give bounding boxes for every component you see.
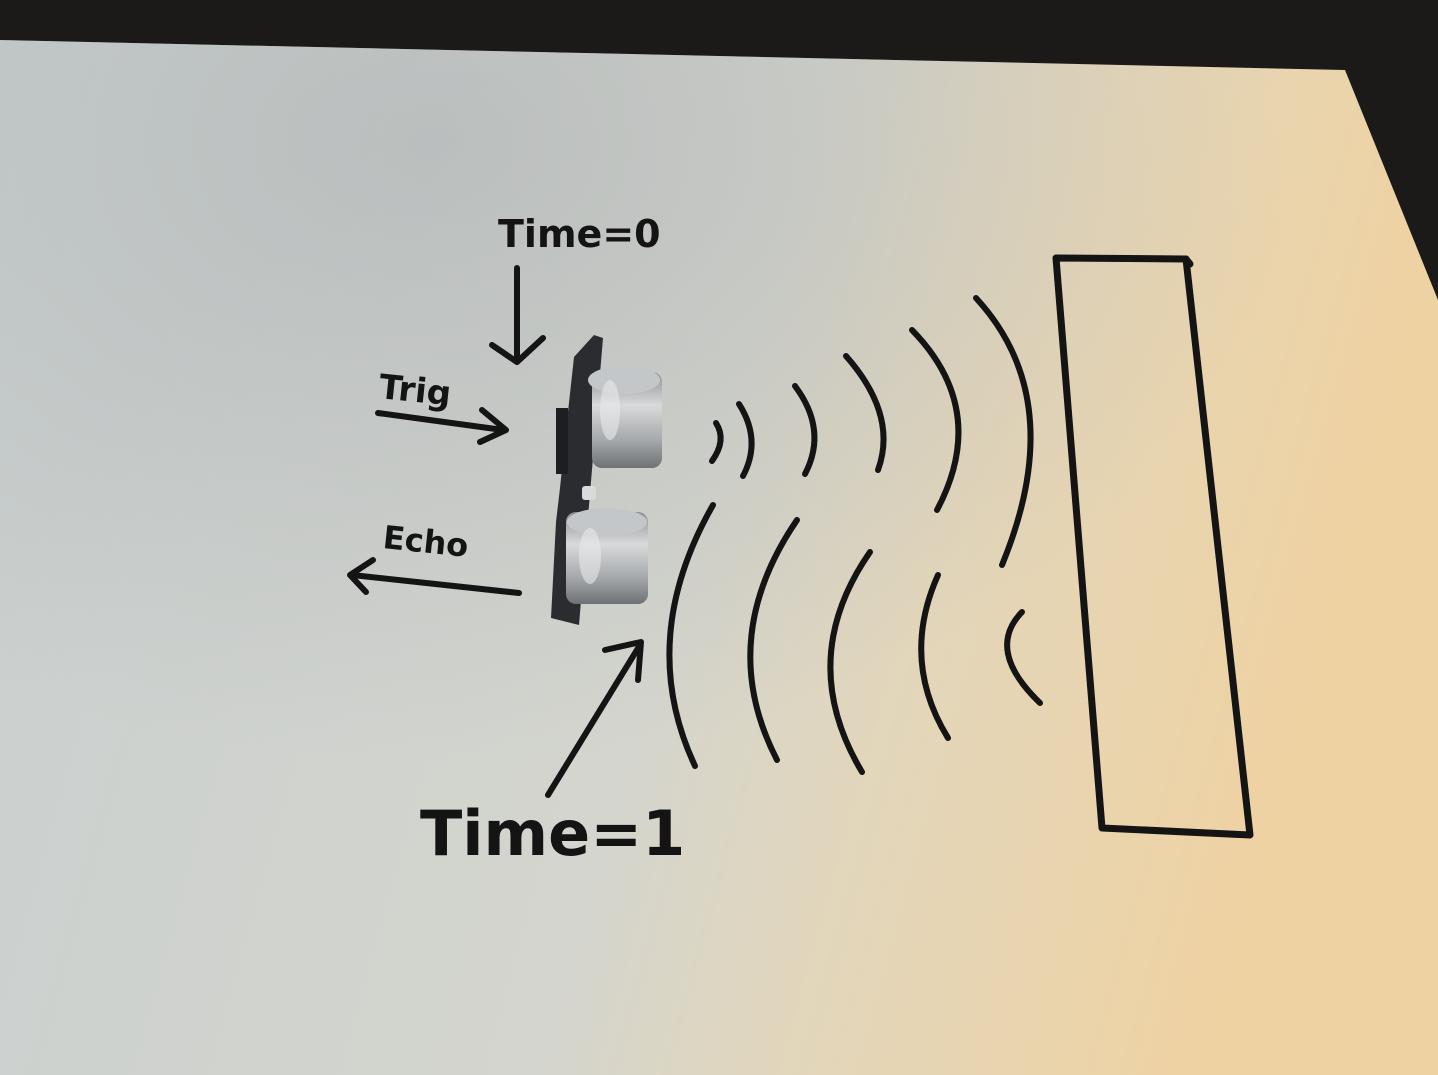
label-time-one: Time=1 — [420, 797, 685, 870]
sensor-pins — [542, 412, 558, 467]
wall-obstacle — [1052, 254, 1254, 839]
label-echo: Echo — [381, 518, 470, 565]
receiver-transducer — [566, 508, 648, 604]
wave-echo-4 — [918, 572, 951, 741]
ultrasonic-sensor — [542, 335, 662, 625]
echo-waves — [666, 502, 1043, 775]
wave-out-6 — [973, 295, 1034, 568]
arrow-time-one — [545, 639, 644, 798]
wave-out-5 — [909, 327, 962, 513]
paper-shadow — [0, 40, 1438, 1075]
wave-echo-2 — [747, 517, 800, 763]
wave-out-3 — [792, 383, 818, 477]
wave-echo-3 — [827, 549, 873, 775]
wave-echo-5 — [1004, 609, 1043, 706]
outgoing-waves — [709, 295, 1034, 568]
crystal-oscillator — [582, 486, 596, 500]
wave-out-1 — [709, 420, 724, 464]
arrow-time-zero — [489, 265, 546, 365]
arrow-trig — [375, 407, 509, 445]
transmitter-transducer — [588, 366, 662, 468]
sensor-board — [551, 335, 603, 625]
label-time-zero: Time=0 — [498, 212, 661, 256]
wave-out-2 — [736, 401, 755, 479]
wave-out-4 — [843, 353, 887, 473]
label-trig: Trig — [377, 367, 453, 414]
wave-echo-1 — [666, 502, 716, 769]
arrow-echo — [347, 557, 522, 596]
